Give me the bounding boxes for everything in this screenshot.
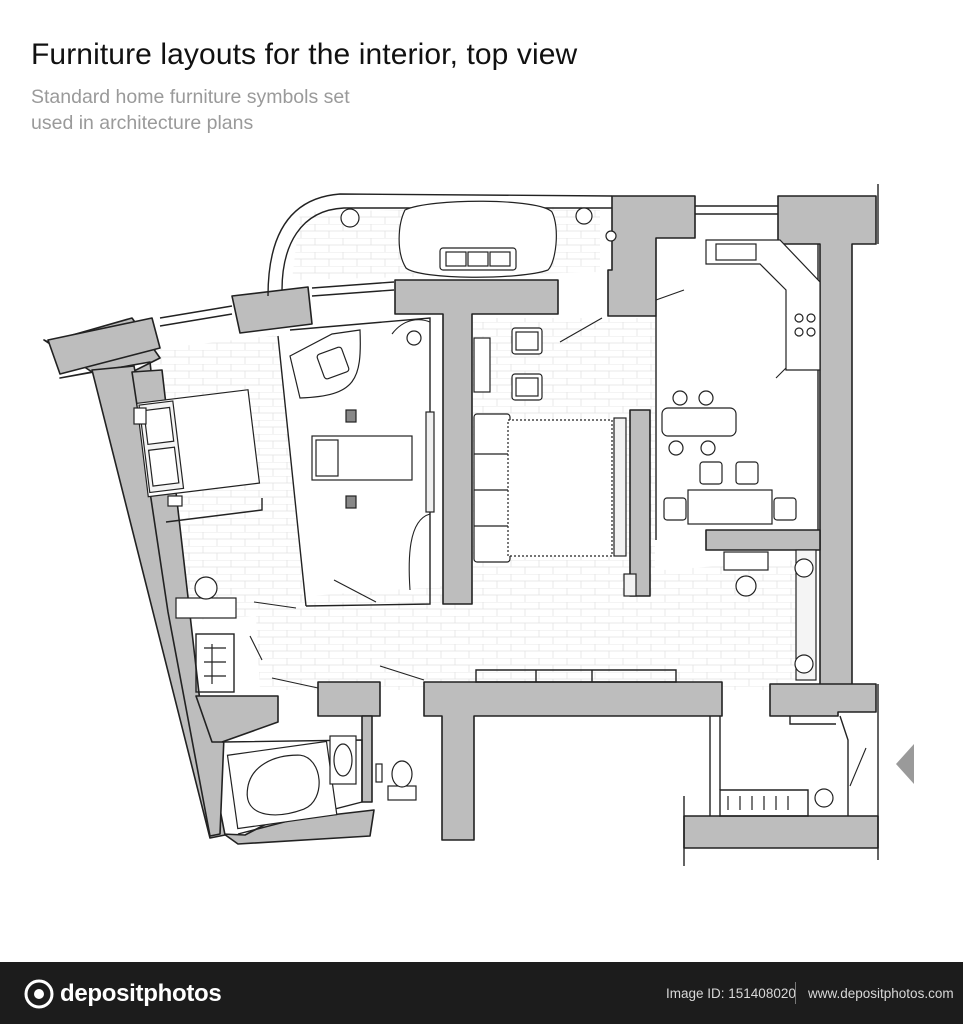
image-id: Image ID: 151408020 (666, 986, 796, 1001)
hall-plant (794, 654, 814, 674)
study-wardrobe (425, 411, 435, 513)
wardrobe (175, 597, 237, 619)
bookshelf (623, 573, 637, 597)
brand-name: depositphotos (60, 980, 222, 1007)
subtitle-line-2: used in architecture plans (31, 112, 254, 134)
island-table (661, 390, 737, 456)
page-title: Furniture layouts for the interior, top … (31, 38, 578, 71)
hall-lower-right (709, 715, 849, 816)
armchair (511, 327, 543, 355)
website-link[interactable]: www.depositphotos.com (808, 986, 954, 1001)
nightstand (133, 407, 147, 425)
window-top-left (311, 281, 395, 297)
study-nightstand (345, 409, 357, 423)
tv-console (473, 337, 491, 393)
footer-separator (795, 982, 796, 1004)
potted-plant (406, 330, 422, 346)
bedroom-inner-wall (277, 335, 307, 607)
study-nightstand (345, 495, 357, 509)
walls (43, 195, 879, 849)
armchair (511, 373, 543, 401)
hall-desk (723, 551, 769, 597)
wall-kitchen-bottom (705, 529, 821, 551)
page-subtitle: Standard home furniture symbols set used… (31, 84, 350, 136)
furniture (133, 200, 834, 830)
storage-plant (814, 788, 834, 808)
wall-hall-bottom (423, 681, 723, 841)
coat-rack (727, 796, 789, 810)
floor-plan (43, 184, 914, 866)
single-bed (311, 435, 413, 481)
balcony-plant (605, 230, 617, 242)
entrance-arrow-icon (896, 744, 914, 784)
wall-bath-side (195, 695, 279, 743)
office-desk (289, 329, 361, 399)
area-rug (507, 419, 613, 557)
subtitle-line-1: Standard home furniture symbols set (31, 86, 350, 108)
bathroom-sink (329, 735, 357, 785)
balcony-outline (267, 193, 613, 297)
wall-unit (613, 417, 627, 557)
depositphotos-logo-icon (24, 979, 54, 1009)
wall-top-left (231, 286, 313, 334)
balcony-plant (575, 207, 593, 225)
balcony-plant (340, 208, 360, 228)
wall-bath-top (317, 681, 381, 717)
wall-left-strip (47, 317, 161, 375)
wall-t-center (394, 279, 559, 605)
tv-stand-lines (475, 669, 677, 683)
balcony-inner (281, 207, 612, 291)
double-bed (136, 389, 261, 498)
wall-kitchen-left (607, 195, 696, 317)
window-bedroom (159, 305, 233, 327)
wc-cistern (375, 763, 383, 783)
dining-table (663, 461, 797, 525)
toilet (387, 760, 417, 801)
sofa (473, 413, 511, 563)
hallway-floor (255, 560, 800, 690)
nightstand (167, 495, 183, 507)
footer-bar: depositphotos Image ID: 151408020 www.de… (0, 962, 963, 1024)
wall-wc-divider (361, 715, 373, 803)
hall-shelf (795, 549, 817, 681)
kitchen-counter (705, 239, 821, 371)
balcony-sofa (439, 247, 517, 271)
door-swings (249, 289, 867, 787)
storage-box (719, 789, 809, 817)
window-kitchen (695, 205, 778, 215)
wall-living-right (629, 409, 651, 597)
wall-right-lower (769, 683, 877, 717)
closet-shelves (204, 644, 226, 684)
hall-plant (794, 558, 814, 578)
corner-bathtub (226, 740, 338, 830)
brand-logo[interactable]: depositphotos (24, 979, 222, 1009)
closet-partition (195, 633, 235, 693)
wall-storage-bottom (683, 815, 879, 849)
entry-walls (683, 184, 879, 866)
round-stool (194, 576, 218, 600)
balcony-planter (398, 200, 557, 278)
bedroom-divider (165, 498, 263, 523)
